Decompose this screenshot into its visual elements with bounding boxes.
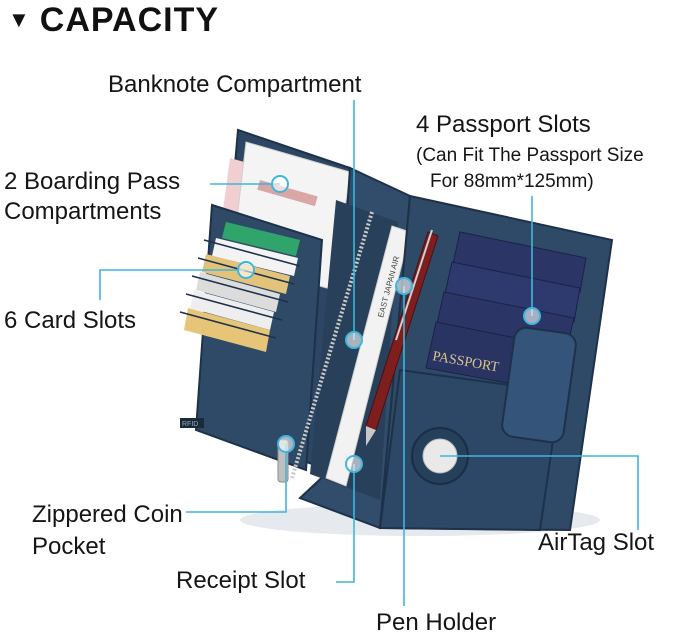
callout-dot — [345, 455, 363, 473]
section-heading: ▼ CAPACITY — [8, 0, 219, 40]
boarding-pass-label-1: 2 Boarding Pass — [4, 168, 181, 195]
rfid-tag — [180, 418, 204, 428]
callout-dot — [237, 261, 255, 279]
coin-pocket-label-2: Pocket — [32, 533, 106, 560]
callout-dot — [345, 331, 363, 349]
callout-dot — [523, 307, 541, 325]
passport — [451, 231, 587, 293]
passport-note-1: (Can Fit The Passport Size — [416, 145, 644, 166]
boarding-pass-label-2: Compartments — [4, 198, 162, 225]
passport — [443, 261, 581, 323]
snap-tab — [501, 326, 577, 444]
triangle-down-icon: ▼ — [8, 7, 30, 32]
card-slots-label: 6 Card Slots — [4, 307, 137, 334]
callout-lines — [99, 100, 639, 606]
pen-clip — [395, 229, 433, 341]
card — [222, 222, 300, 256]
pen — [365, 229, 439, 446]
callout-dots — [237, 175, 541, 473]
airtag-slot-label: AirTag Slot — [538, 529, 655, 556]
rfid-text: RFID — [182, 421, 198, 428]
callout-dot — [271, 175, 289, 193]
receipt-slot-label: Receipt Slot — [176, 567, 306, 594]
receipt — [325, 225, 411, 487]
pen-holder-label: Pen Holder — [376, 609, 497, 636]
banknote-label: Banknote Compartment — [108, 71, 362, 98]
pen-tip — [366, 426, 376, 446]
passport-slots-label: 4 Passport Slots — [416, 111, 591, 138]
callout-dot — [277, 435, 295, 453]
page-title: CAPACITY — [39, 0, 220, 39]
coin-pocket-label-1: Zippered Coin — [32, 501, 183, 528]
passport-note-2: For 88mm*125mm) — [430, 171, 594, 192]
callout-dot — [395, 277, 413, 295]
